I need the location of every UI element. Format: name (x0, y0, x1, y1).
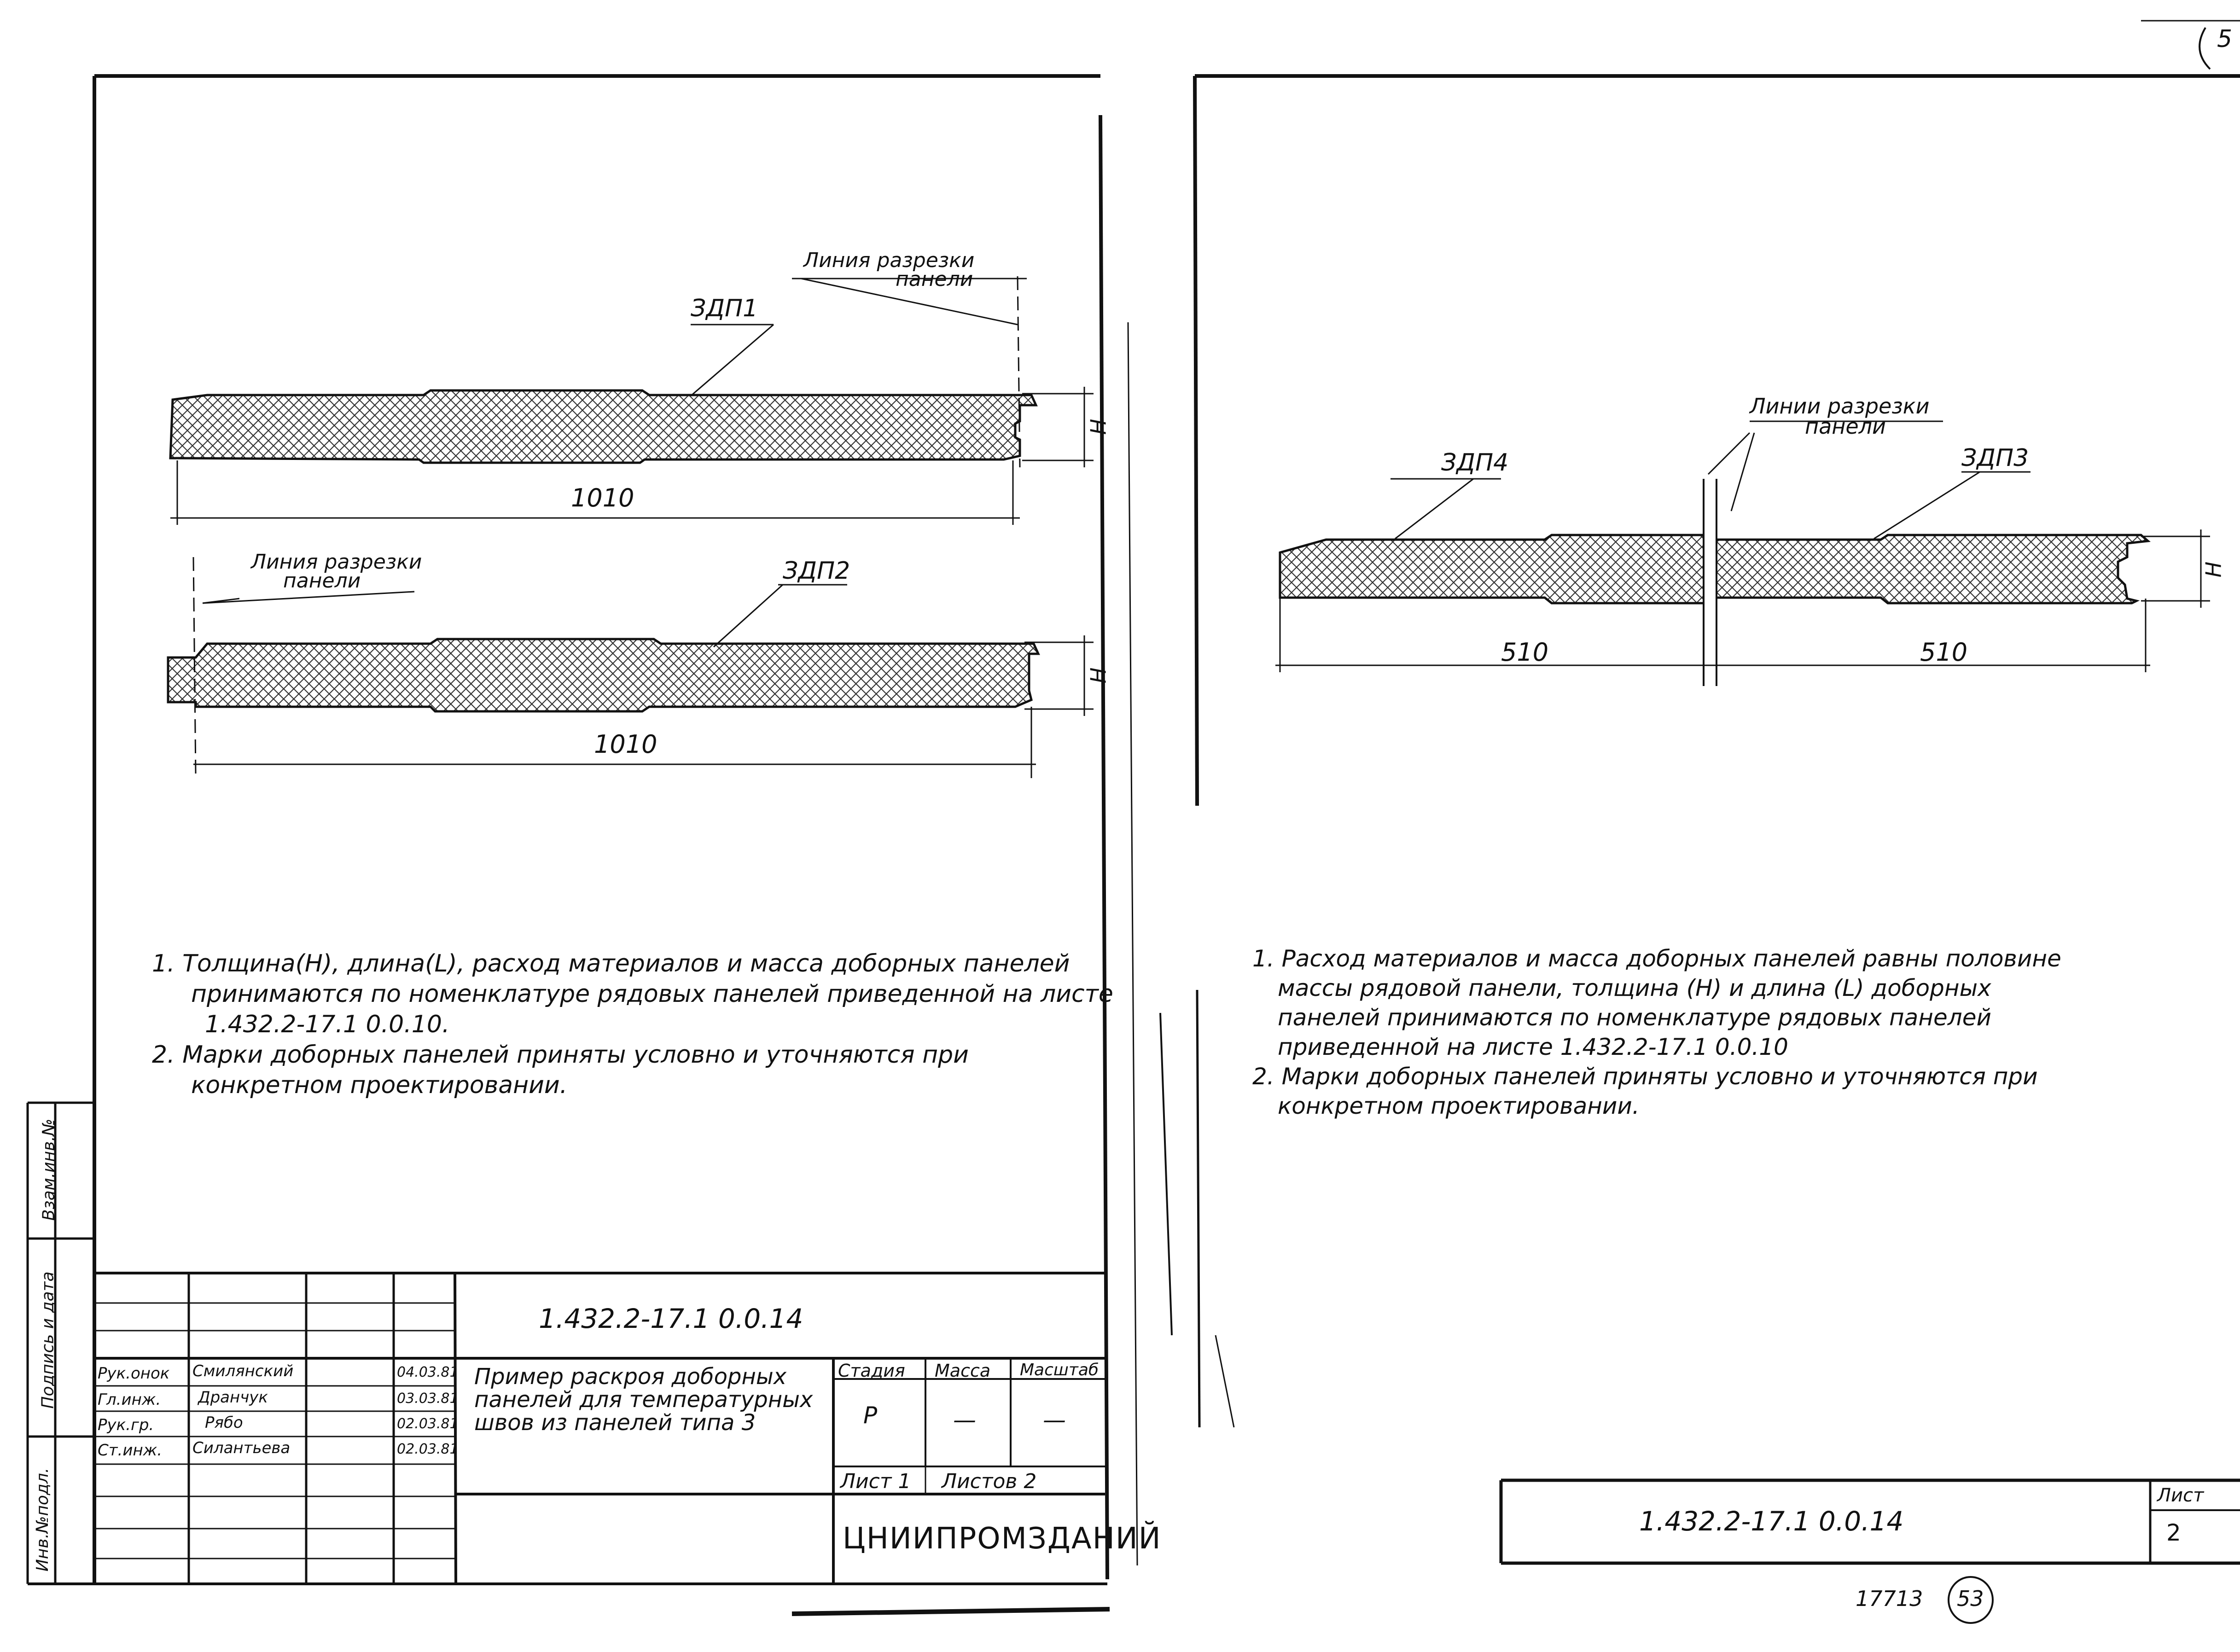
inventory-number: 17713 (1856, 1586, 1923, 1611)
sheets-total: Листов 2 (942, 1470, 1037, 1493)
stage-value: Р (863, 1402, 878, 1429)
mass-header: Масса (935, 1361, 991, 1381)
right-document-code: 1.432.2-17.1 0.0.14 (1639, 1506, 1904, 1537)
left-note-line: 2. Марки доборных панелей приняты условн… (152, 1041, 969, 1069)
panel-mark-zdp3: ЗДП3 (1961, 444, 2029, 472)
left-note-line: 1. Толщина(Н), длина(L), расход материал… (152, 950, 1070, 977)
person-name: Силантьева (192, 1439, 291, 1457)
left-note-line: принимаются по номенклатуре рядовых пане… (191, 980, 1113, 1008)
side-stamp-inv: Инв.№подл. (33, 1467, 52, 1572)
panel-zdp4-zdp3-section (1275, 420, 2210, 691)
right-notes: 1. Расход материалов и масса доборных па… (1252, 944, 2061, 1121)
person-name: Смилянский (192, 1362, 294, 1380)
left-note-line: конкретном проектировании. (191, 1071, 568, 1099)
person-role: Гл.инж. (98, 1390, 161, 1409)
person-date: 04.03.81 (397, 1364, 459, 1380)
person-date: 03.03.81 (397, 1390, 459, 1407)
person-role: Рук.гр. (98, 1416, 154, 1434)
left-note-line: 1.432.2-17.1 0.0.10. (205, 1011, 450, 1038)
length-label-right: 510 (1920, 638, 1968, 667)
left-notes: 1. Толщина(Н), длина(L), расход материал… (152, 948, 1113, 1100)
right-note-line: конкретном проектировании. (1278, 1093, 1640, 1119)
person-date: 02.03.81 (397, 1416, 459, 1432)
circled-number: 53 (1957, 1586, 1984, 1611)
right-note-line: панелей принимаются по номенклатуре рядо… (1278, 1004, 1991, 1031)
right-sheet-frame (1159, 74, 2240, 1565)
panel-mark-zdp4: ЗДП4 (1441, 449, 1509, 477)
panel-zdp1-section (169, 276, 1094, 525)
stage-header: Стадия (838, 1361, 905, 1381)
mass-value: — (953, 1407, 976, 1433)
left-sheet-frame (28, 74, 1138, 1616)
right-note-line: 1. Расход материалов и масса доборных па… (1252, 945, 2061, 972)
length-label-1: 1010 (571, 483, 634, 512)
person-name: Дранчук (198, 1388, 268, 1407)
organization-name: ЦНИИПРОМЗДАНИЙ (843, 1522, 1162, 1556)
side-stamp-sign: Подпись и дата (38, 1271, 58, 1409)
right-sheet-number: 2 (2166, 1519, 2181, 1546)
height-label-1: Н (1086, 419, 1111, 435)
left-document-code: 1.432.2-17.1 0.0.14 (539, 1303, 803, 1334)
person-name: Рябо (205, 1414, 243, 1432)
corner-page-number: 5 (2217, 25, 2233, 53)
scale-value: — (1043, 1407, 1066, 1433)
panel-mark-zdp1: ЗДП1 (691, 295, 758, 322)
length-label-left: 510 (1501, 638, 1549, 667)
cut-lines-label: Линии разрезки панели (1750, 394, 1930, 439)
height-label-2: Н (1086, 667, 1111, 684)
right-sheet-label: Лист (2157, 1485, 2204, 1506)
panel-mark-zdp2: ЗДП2 (783, 557, 850, 585)
side-stamp-replace: Взам.инв.№ (39, 1118, 58, 1221)
cut-line-label-2: Линия разрезки панели (251, 550, 422, 593)
right-note-line: 2. Марки доборных панелей приняты условн… (1252, 1063, 2038, 1090)
person-date: 02.03.81 (397, 1441, 459, 1457)
drawing-title: Пример раскроя доборных панелей для темп… (474, 1364, 813, 1436)
height-label-right: Н (2201, 561, 2226, 578)
sheet-number: Лист 1 (840, 1470, 911, 1493)
person-role: Рук.онок (98, 1364, 170, 1383)
person-role: Ст.инж. (98, 1441, 163, 1460)
left-title-block-grid (26, 1101, 1105, 1584)
scale-header: Масштаб (1020, 1361, 1099, 1379)
right-note-line: массы рядовой панели, толщина (Н) и длин… (1278, 975, 1991, 1001)
right-note-line: приведенной на листе 1.432.2-17.1 0.0.10 (1278, 1034, 1788, 1060)
panel-zdp2-section (167, 557, 1094, 778)
length-label-2: 1010 (594, 730, 657, 759)
cut-line-label-1: Линия разрезки панели (803, 249, 975, 291)
